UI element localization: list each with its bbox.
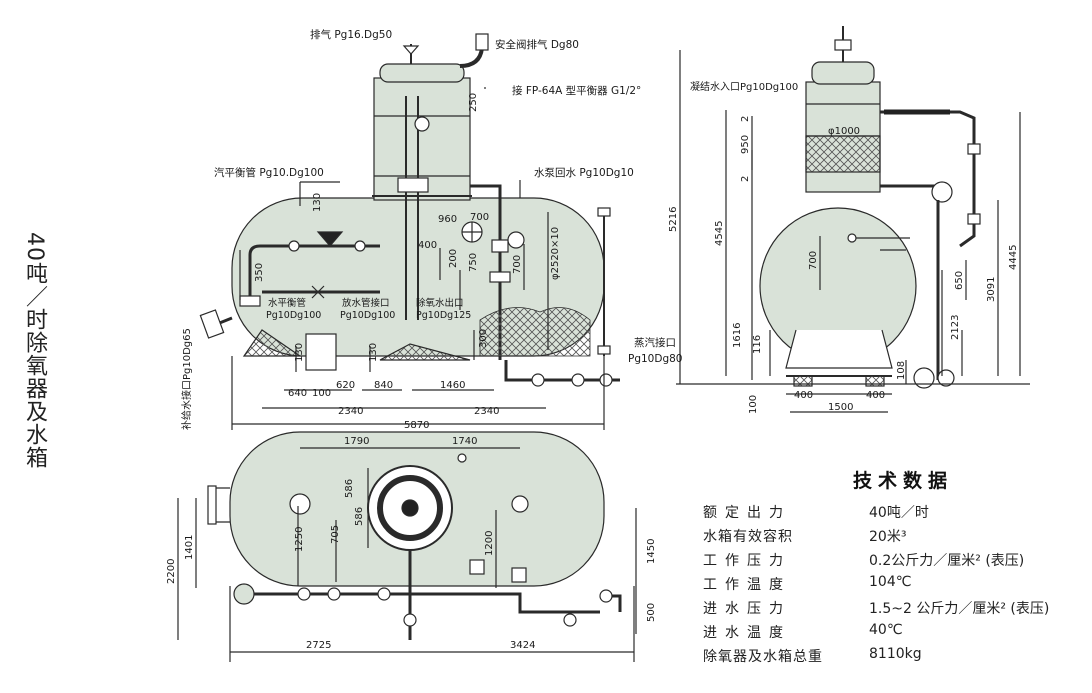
dim-640: 640 bbox=[288, 388, 307, 399]
dim-1450: 1450 bbox=[646, 539, 657, 564]
side-view bbox=[676, 26, 1030, 413]
spec-key: 除氧器及水箱总重 bbox=[703, 649, 823, 665]
dim-2-b: 2 bbox=[740, 176, 751, 182]
spec-key: 额定出力 bbox=[703, 505, 791, 521]
spec-key: 进水温度 bbox=[703, 625, 791, 641]
spec-key: 工作压力 bbox=[703, 553, 791, 569]
dim-130-top: 130 bbox=[312, 193, 323, 212]
dim-2340-a: 2340 bbox=[338, 406, 363, 417]
spec-value: 20米³ bbox=[869, 529, 907, 545]
dim-700-side: 700 bbox=[808, 251, 819, 270]
front-view bbox=[199, 33, 620, 430]
label-steam-inlet-1: 蒸汽接口 bbox=[634, 336, 676, 349]
dim-705: 705 bbox=[330, 525, 341, 544]
dim-620: 620 bbox=[336, 380, 355, 391]
label-makeup: 补给水接口Pg10Dg65 bbox=[180, 328, 193, 430]
dim-2340-b: 2340 bbox=[474, 406, 499, 417]
dim-4545: 4545 bbox=[714, 221, 725, 246]
dim-586-b: 586 bbox=[354, 507, 365, 526]
dim-250: 250 bbox=[468, 93, 479, 112]
label-deox-out-2: Pg10Dg125 bbox=[416, 310, 471, 321]
label-deox-out-1: 除氧水出口 bbox=[416, 297, 464, 309]
spec-value: 40吨／时 bbox=[869, 505, 929, 521]
dim-2200: 2200 bbox=[166, 559, 177, 584]
spec-key: 工作温度 bbox=[703, 577, 791, 593]
spec-value: 1.5~2 公斤力／厘米² (表压) bbox=[869, 601, 1050, 617]
drawing-title: 40吨／时除氧器及水箱 bbox=[22, 232, 47, 469]
dim-350: 350 bbox=[254, 263, 265, 282]
dim-5216: 5216 bbox=[668, 207, 679, 232]
spec-key: 进水压力 bbox=[703, 601, 791, 617]
plan-view bbox=[177, 431, 637, 662]
dim-950: 950 bbox=[740, 135, 751, 154]
label-steam-balance: 汽平衡管 Pg10.Dg100 bbox=[214, 166, 324, 179]
dim-500: 500 bbox=[646, 603, 657, 622]
label-fp-balance: 接 FP-64A 型平衡器 G1/2° bbox=[512, 84, 641, 97]
dim-2-a: 2 bbox=[740, 116, 751, 122]
label-water-balance-2: Pg10Dg100 bbox=[266, 310, 321, 321]
spec-value: 40℃ bbox=[869, 622, 903, 638]
dim-130-b: 130 bbox=[368, 343, 379, 362]
dim-1460: 1460 bbox=[440, 380, 465, 391]
dim-400-top: 400 bbox=[418, 240, 437, 251]
dim-400-side-a: 400 bbox=[794, 390, 813, 401]
spec-key: 水箱有效容积 bbox=[703, 529, 793, 545]
dim-3424: 3424 bbox=[510, 640, 535, 651]
dim-650: 650 bbox=[954, 271, 965, 290]
dim-108: 108 bbox=[896, 361, 907, 380]
label-safety-valve: 安全阀排气 Dg80 bbox=[495, 38, 579, 51]
dim-750: 750 bbox=[468, 253, 479, 272]
spec-value: 104℃ bbox=[869, 574, 912, 590]
dim-116: 116 bbox=[752, 335, 763, 354]
label-drain-1: 放水管接口 bbox=[342, 297, 390, 309]
dim-700-mid: 700 bbox=[512, 255, 523, 274]
dim-1740: 1740 bbox=[452, 436, 477, 447]
label-condensate: 凝结水入口Pg10Dg100 bbox=[690, 80, 798, 93]
dim-1790: 1790 bbox=[344, 436, 369, 447]
label-water-balance-1: 水平衡管 bbox=[268, 297, 306, 309]
dim-400-side-b: 400 bbox=[866, 390, 885, 401]
dim-100-a: 100 bbox=[312, 388, 331, 399]
dim-840: 840 bbox=[374, 380, 393, 391]
label-pump-return: 水泵回水 Pg10Dg10 bbox=[534, 167, 634, 179]
label-exhaust: 排气 Pg16.Dg50 bbox=[310, 28, 392, 41]
label-steam-inlet-2: Pg10Dg80 bbox=[628, 353, 682, 365]
dim-960: 960 bbox=[438, 214, 457, 225]
dim-100-side: 100 bbox=[748, 395, 759, 414]
label-drain-2: Pg10Dg100 bbox=[340, 310, 395, 321]
dim-4445: 4445 bbox=[1008, 245, 1019, 270]
dim-2725: 2725 bbox=[306, 640, 331, 651]
technical-data-title: 技术数据 bbox=[853, 470, 954, 492]
dim-1401: 1401 bbox=[184, 535, 195, 560]
dim-586-a: 586 bbox=[344, 479, 355, 498]
dim-1200: 1200 bbox=[484, 531, 495, 556]
spec-value: 0.2公斤力／厘米² (表压) bbox=[869, 553, 1025, 569]
dim-130-a: 130 bbox=[294, 343, 305, 362]
dim-300: 300 bbox=[478, 329, 489, 348]
dim-1616: 1616 bbox=[732, 323, 743, 348]
dim-1250: 1250 bbox=[294, 527, 305, 552]
spec-value: 8110kg bbox=[869, 646, 922, 662]
dim-200: 200 bbox=[448, 249, 459, 268]
dim-2123: 2123 bbox=[950, 315, 961, 340]
dim-5870: 5870 bbox=[404, 420, 429, 431]
dim-700-top: 700 bbox=[470, 212, 489, 223]
dim-1500: 1500 bbox=[828, 402, 853, 413]
dim-2520: φ2520×10 bbox=[550, 227, 561, 280]
dim-3091: 3091 bbox=[986, 277, 997, 302]
dim-1000: φ1000 bbox=[828, 126, 860, 137]
